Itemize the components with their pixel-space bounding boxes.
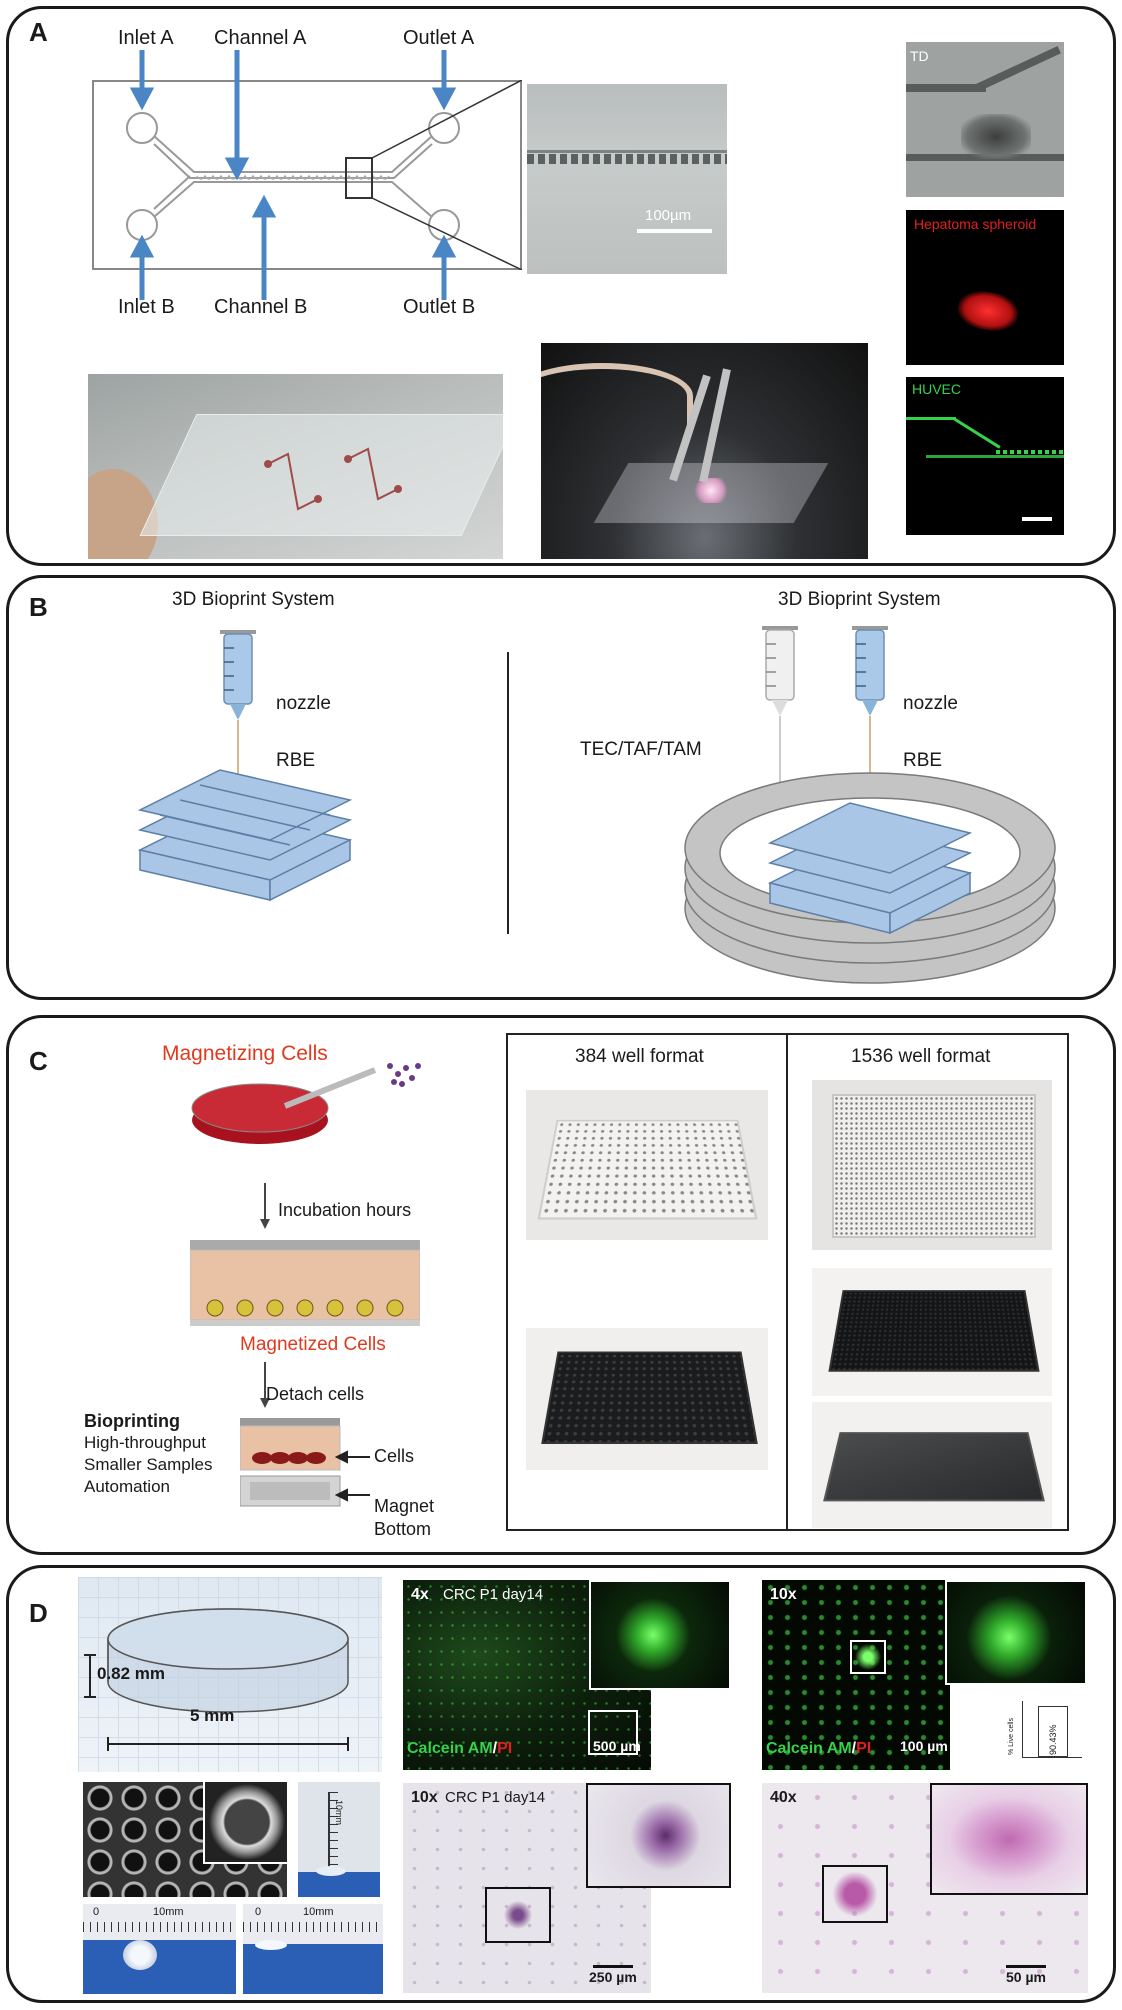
b-nozzle-right: nozzle [903,693,958,714]
d-ruler-photo-left: 0 10mm [83,1904,236,1994]
d-scale-100: 100 µm [900,1738,948,1754]
c-1536-label: 1536 well format [851,1046,991,1067]
c-magnet-label: Magnet [374,1496,435,1516]
label-huvec: HUVEC [912,381,962,397]
label-channel-b: Channel B [214,296,308,318]
d-fluor-10x-zoom-inset [945,1580,1087,1685]
c-384-clear-plate [526,1090,768,1240]
d-ruler-photo-right: 0 10mm [243,1904,383,1994]
d-live-cells-chart: % Live cells 90.43% [1008,1695,1088,1767]
b-left-print-drawing [137,630,353,902]
hepatoma-micrograph: Hepatoma spheroid [906,210,1064,365]
d-ruler-10mm-c: 10mm [303,1906,334,1918]
d-live-axis-label: % Live cells [1008,1718,1015,1755]
c-1536-clear-plate [812,1080,1052,1250]
c-detach-label: Detach cells [266,1384,365,1404]
d-scale-250: 250 µm [589,1969,637,1985]
d-crc-label-2: CRC P1 day14 [445,1789,546,1806]
d-cylinder-drawing [84,1608,349,1751]
d-scale-500: 500 µm [593,1738,641,1754]
c-384-black-plate [526,1328,768,1470]
d-slash-2: / [851,1740,857,1757]
d-slash-1: / [492,1740,498,1757]
c-bioprint-well [240,1418,341,1507]
c-1536-gray-plate [812,1402,1052,1528]
d-mag-4x: 4x [411,1586,429,1603]
td-micrograph: TD [906,42,1064,197]
d-fluor-4x-zoom-inset [589,1580,731,1690]
c-1536-black-plate [812,1268,1052,1396]
microscope-setup-photo [541,343,868,559]
b-tec-label: TEC/TAF/TAM [580,739,702,760]
c-line1: High-throughput [84,1433,206,1452]
c-incubation-label: Incubation hours [278,1200,412,1220]
c-line3: Automation [84,1477,170,1496]
label-td: TD [910,48,929,64]
b-nozzle-left: nozzle [276,693,331,714]
d-ruler-10mm-b: 10mm [153,1906,184,1918]
c-arrow-1 [260,1183,270,1229]
d-ruler-0-b: 0 [255,1906,262,1918]
label-outlet-b: Outlet B [403,296,476,318]
b-title-right: 3D Bioprint System [778,589,941,610]
c-bioprinting-label: Bioprinting [84,1411,180,1431]
d-ruler-10mm-a: 10mm [334,1800,344,1826]
d-height-label: 0.82 mm [97,1664,166,1683]
c-384-label: 384 well format [575,1046,704,1067]
microfluidic-chip-drawing [126,80,522,270]
c-bottom-label: Bottom [374,1519,432,1539]
d-calcein-1: Calcein AM [407,1740,493,1757]
d-fluor-10x: 10x 100 µm Calcein AM/PI [762,1580,950,1770]
schematic-arrows [129,50,457,300]
d-scale-50: 50 µm [1006,1969,1046,1985]
huvec-micrograph: HUVEC [906,377,1064,535]
b-rbe-right: RBE [903,750,943,771]
label-inlet-a: Inlet A [118,27,174,49]
channel-micrograph: 100µm [527,84,727,274]
panel-label-d: D [29,1598,48,1628]
c-magnetizing-label: Magnetizing Cells [162,1042,328,1065]
d-calcein-pi-legend-1: Calcein AM/PI [407,1740,512,1758]
d-width-label: 5 mm [190,1706,235,1725]
d-crc-label-1: CRC P1 day14 [443,1586,544,1603]
label-channel-a: Channel A [214,27,307,49]
c-line2: Smaller Samples [84,1455,213,1474]
d-mag-10x-a: 10x [770,1586,797,1603]
d-calcein-pi-legend-2: Calcein AM/PI [766,1740,871,1758]
d-calcein-2: Calcein AM [766,1740,852,1757]
d-ruler-photo-small: 10mm [298,1782,380,1897]
c-magnetized-label: Magnetized Cells [240,1334,386,1355]
d-live-value: 90.43% [1048,1724,1058,1755]
c-pointer-arrows [335,1450,370,1502]
d-pi-2: PI [856,1740,872,1757]
c-format-divider [786,1034,788,1530]
label-outlet-a: Outlet A [403,27,475,49]
panel-label-b: B [29,592,48,622]
b-divider [507,652,509,934]
b-right-print-drawing [684,626,1056,984]
d-ruler-0-a: 0 [93,1906,100,1918]
d-pi-1: PI [497,1740,513,1757]
panel-label-a: A [29,17,48,47]
d-mag-40x: 40x [770,1789,797,1806]
b-rbe-left: RBE [276,750,316,771]
d-live-cells-bar [1038,1706,1068,1757]
d-well-plate-photo [83,1782,287,1897]
label-inlet-b: Inlet B [118,296,175,318]
c-culture-well [190,1240,420,1326]
panel-label-c: C [29,1046,48,1076]
d-mag-10x-b: 10x [411,1789,438,1806]
d-histology-10x-zoom-inset [586,1783,731,1888]
label-hepatoma: Hepatoma spheroid [914,216,1037,232]
b-title-left: 3D Bioprint System [172,589,335,610]
c-arrow-2 [260,1362,270,1408]
scale-100um: 100µm [645,207,692,224]
c-cells-label: Cells [374,1446,415,1466]
chip-photo [88,374,503,559]
d-histology-40x-zoom-inset [930,1783,1088,1895]
c-petri-dish [191,1063,421,1144]
